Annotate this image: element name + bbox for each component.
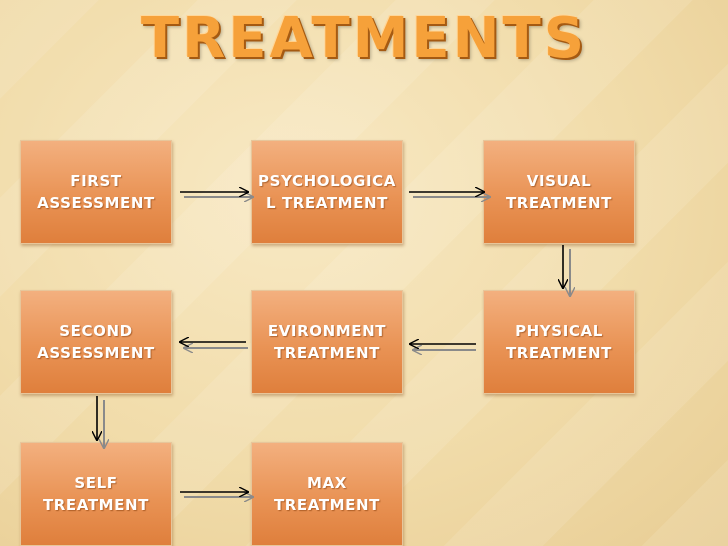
- slide-title: TREATMENTS: [140, 6, 588, 71]
- node-label: VISUAL TREATMENT: [505, 172, 613, 212]
- node-label: MAX TREATMENT: [273, 474, 381, 514]
- node-label: EVIRONMENT TREATMENT: [267, 322, 387, 362]
- node-label: PSYCHOLOGICA L TREATMENT: [258, 172, 396, 212]
- node-environment-treatment: EVIRONMENT TREATMENT: [251, 290, 403, 394]
- node-self-treatment: SELF TREATMENT: [20, 442, 172, 546]
- node-first-assessment: FIRST ASSESSMENT: [20, 140, 172, 244]
- node-label: SECOND ASSESSMENT: [37, 322, 155, 362]
- node-label: SELF TREATMENT: [42, 474, 150, 514]
- node-max-treatment: MAX TREATMENT: [251, 442, 403, 546]
- arrow-second-to-self: [97, 396, 104, 448]
- node-label: FIRST ASSESSMENT: [37, 172, 155, 212]
- arrow-self-to-max: [180, 492, 253, 497]
- arrow-visual-to-physical: [563, 245, 570, 296]
- node-physical-treatment: PHYSICAL TREATMENT: [483, 290, 635, 394]
- node-second-assessment: SECOND ASSESSMENT: [20, 290, 172, 394]
- node-label: PHYSICAL TREATMENT: [505, 322, 613, 362]
- arrow-environment-to-second: [180, 342, 248, 348]
- node-visual-treatment: VISUAL TREATMENT: [483, 140, 635, 244]
- arrow-psychological-to-visual: [409, 192, 490, 197]
- arrow-first-to-psychological: [180, 192, 253, 197]
- node-psychological-treatment: PSYCHOLOGICA L TREATMENT: [251, 140, 403, 244]
- arrow-physical-to-environment: [410, 344, 476, 350]
